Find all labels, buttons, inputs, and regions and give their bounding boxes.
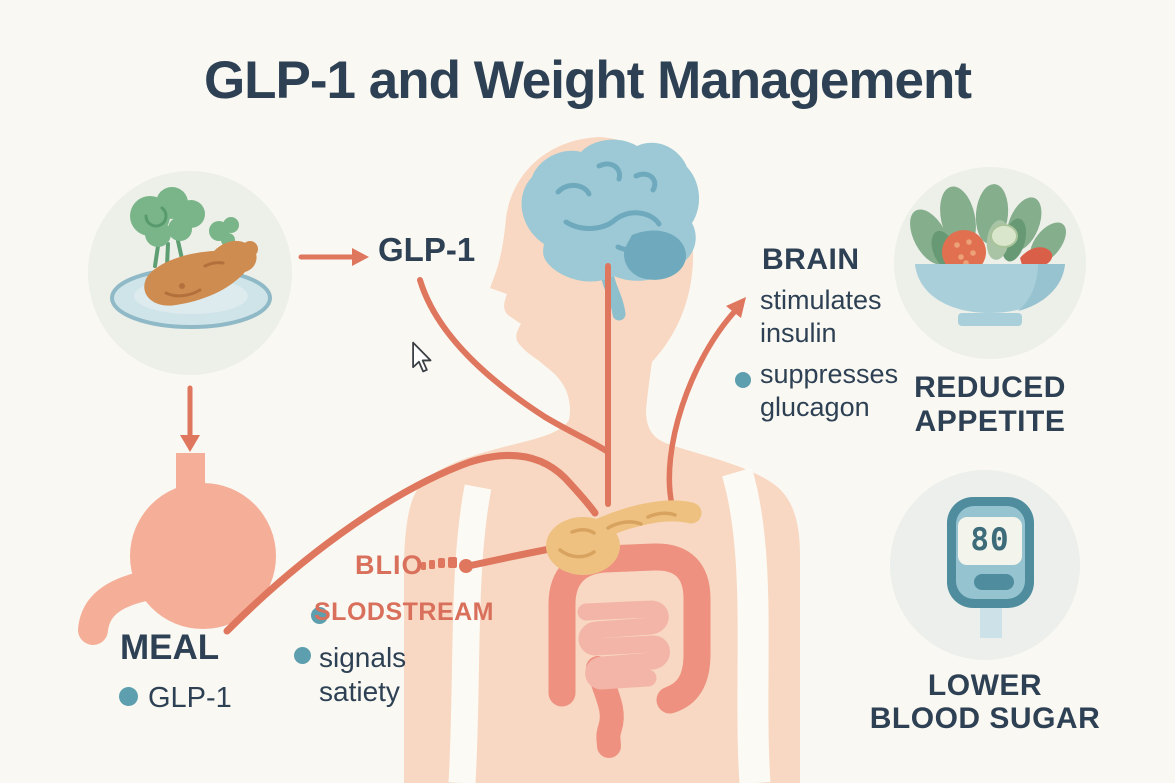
salad-greens [910,184,1066,270]
broccoli-icon [130,187,239,268]
glp1-label: GLP-1 [378,231,476,268]
lower-blood-sugar-line: BLOOD SUGAR [869,702,1101,735]
reduced-appetite-line: REDUCED [914,371,1066,404]
page-title: GLP-1 and Weight Management [203,51,972,110]
brain-item-line: insulin [760,318,837,348]
stomach-to-pancreas-curve [223,452,599,635]
right-arm-highlight [722,467,771,783]
brain-item-line: glucagon [760,392,870,422]
meal-heading: MEAL [120,628,220,667]
bullet-dot [735,372,751,388]
brain-item-line: suppresses [760,359,899,389]
intestines-icon [548,543,711,758]
cucumber-slice [990,224,1018,248]
lower-blood-sugar-line: LOWER [927,669,1043,702]
bullet-dot [294,647,311,664]
salad-bowl-icon [910,184,1066,326]
signals-satiety-line: satiety [319,676,400,707]
pepper-slice [1020,247,1053,267]
left-arm-highlight [448,484,492,783]
brain-heading: BRAIN [762,243,860,276]
brain-item-suppresses-glucagon: suppresses glucagon [760,358,898,424]
pancreas-icon [546,500,702,575]
stomach-icon [78,453,276,645]
bullet-dot [311,607,328,624]
pancreas-to-brain-curve [666,307,739,508]
meal-glp1-label: GLP-1 [148,682,232,714]
test-strip [980,601,1002,638]
reduced-appetite-line: APPETITE [914,405,1066,438]
bloodstream-label-bottom: SLODSTREAM [314,598,494,626]
glucose-meter-icon [947,497,1034,638]
chicken-drumstick-icon [144,240,258,306]
bloodstream-dashes [421,557,473,573]
brain-item-line: stimulates [760,285,882,315]
meal-to-stomach-arrow [180,385,200,452]
lower-blood-sugar-label: LOWER BLOOD SUGAR [865,669,1105,735]
brain-item-stimulates-insulin: stimulates insulin [760,284,882,350]
meter-screen [958,517,1022,565]
meal-plate-icon [110,187,272,329]
glp1-to-body-curve [417,277,611,455]
bloodstream-label-top: BLIO [355,550,424,580]
signals-satiety-label: signals satiety [319,641,406,709]
meal-to-glp1-arrow [298,248,369,266]
reduced-appetite-label: REDUCED APPETITE [880,371,1100,439]
bullet-dot [119,687,138,706]
mouse-cursor-icon [412,341,432,373]
brain-icon [521,139,700,321]
brain-arrowhead [726,297,746,318]
meter-button [974,574,1014,590]
meter-reading: 80 [970,522,1010,558]
signals-satiety-line: signals [319,642,407,673]
